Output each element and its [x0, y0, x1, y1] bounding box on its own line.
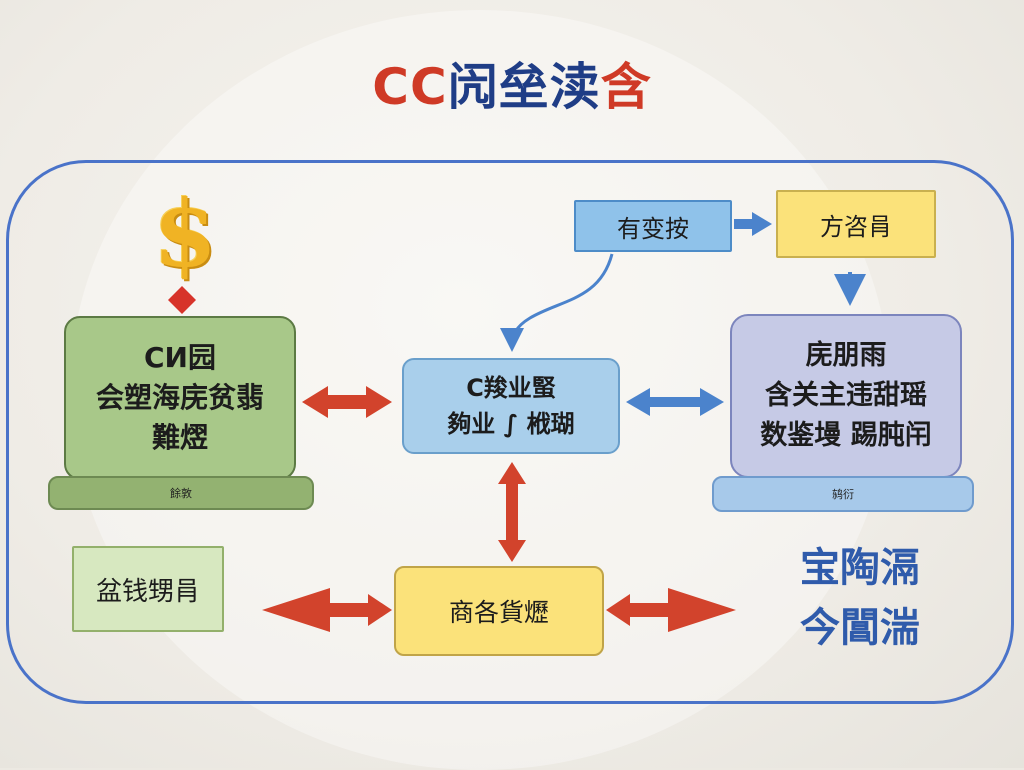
arrow-center-bottom [498, 462, 526, 562]
arrow-topblue-to-center [500, 253, 614, 352]
right-node-line-2: 含关主违甜瑶 [765, 380, 927, 411]
dollar-icon: $ [152, 180, 217, 288]
arrow-bottom-left [262, 588, 392, 632]
right-node-base-label: 鸫衍 [832, 488, 854, 501]
dollar-connector-diamond [168, 286, 196, 314]
bottom-yellow-node-label: 商各貨爏 [448, 598, 549, 627]
left-node-line-3: 難熤 [151, 421, 208, 454]
diagram-frame [6, 160, 1014, 704]
title-part-blue: 闶垒渎 [447, 58, 601, 116]
arrow-left-center [302, 386, 392, 418]
bottom-green-node-label: 盆钱甥肙 [95, 576, 200, 607]
top-yellow-node[interactable]: 方咨肙 [776, 190, 936, 258]
bottom-yellow-node[interactable]: 商各貨爏 [394, 566, 604, 656]
center-node-line-1: C羧业蜸 [466, 374, 556, 402]
arrow-center-right [626, 388, 724, 416]
side-caption-line-2: 今閶湍 [800, 605, 920, 651]
arrow-bottom-right [606, 588, 736, 632]
left-node[interactable]: CИ园 会塑海庑贫翡 難熤 [64, 316, 296, 480]
top-blue-node-label: 有变按 [617, 214, 689, 243]
right-node-line-1: 庑朋雨 [805, 340, 887, 371]
diagram-title: CC闶垒渎含 [0, 52, 1024, 122]
side-caption: 宝陶滆 今閶湍 [760, 538, 960, 658]
left-node-base-label: 餘敦 [170, 487, 192, 500]
title-part-red-end: 含 [600, 58, 652, 116]
center-node[interactable]: C羧业蜸 夠业 ∫ 栰瑚 [402, 358, 620, 454]
side-caption-line-1: 宝陶滆 [800, 545, 920, 591]
top-blue-node[interactable]: 有变按 [574, 200, 732, 252]
top-yellow-node-label: 方咨肙 [820, 212, 892, 241]
arrow-topblue-to-topyellow [734, 212, 772, 236]
bottom-green-node[interactable]: 盆钱甥肙 [72, 546, 224, 632]
left-node-base: 餘敦 [48, 476, 314, 510]
center-node-line-2: 夠业 ∫ 栰瑚 [447, 410, 575, 438]
right-node-base: 鸫衍 [712, 476, 974, 512]
left-node-line-2: 会塑海庑贫翡 [95, 381, 264, 414]
title-part-red: CC [372, 58, 448, 116]
right-node-line-3: 数鉴墁 踢肫闬 [760, 420, 932, 451]
right-node[interactable]: 庑朋雨 含关主违甜瑶 数鉴墁 踢肫闬 [730, 314, 962, 478]
left-node-line-1: CИ园 [144, 341, 216, 374]
